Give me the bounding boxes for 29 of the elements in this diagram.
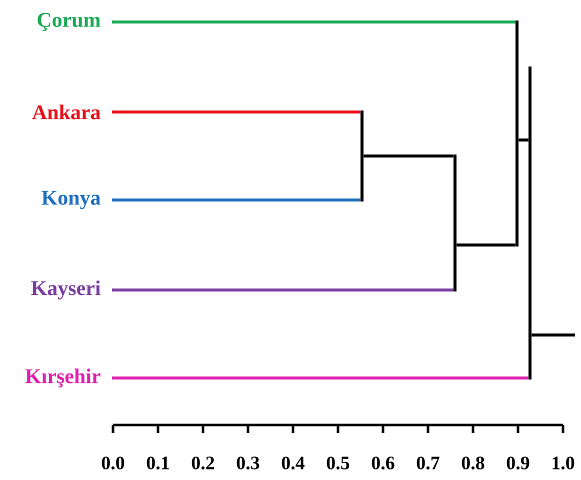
merge-bar [360, 110, 364, 202]
tick-label: 1.0 [552, 456, 574, 470]
dendrogram-branch [364, 154, 454, 158]
tick-label: 0.9 [506, 456, 530, 470]
tick-label: 0.6 [372, 456, 394, 470]
dendrogram-branch [532, 334, 575, 336]
tick-label: 0.0 [102, 456, 124, 470]
tick-label: 0.1 [146, 456, 169, 470]
leaf-label: Kırşehir [25, 368, 100, 388]
tick-label: 0.7 [416, 456, 440, 470]
tick-label: 0.8 [462, 456, 484, 470]
dendrogram-branch [112, 110, 360, 114]
dendrogram-branch [112, 288, 454, 292]
dendrogram-branch [112, 20, 516, 24]
merge-bar [454, 154, 456, 292]
dendrogram-branch [518, 138, 528, 142]
merge-bar [528, 66, 532, 380]
merge-bar [516, 20, 518, 246]
leaf-label: Çorum [38, 12, 100, 32]
dendrogram-branch [456, 244, 516, 246]
dendrogram-branch [112, 198, 360, 202]
tick-label: 0.5 [326, 456, 350, 470]
leaf-label: Kayseri [31, 280, 100, 300]
leaf-label: Konya [42, 190, 100, 210]
tick-label: 0.3 [236, 456, 260, 470]
tick-label: 0.4 [282, 456, 305, 470]
tick-label: 0.2 [192, 456, 214, 470]
dendrogram-branch [112, 376, 528, 380]
leaf-label: Ankara [32, 104, 100, 120]
